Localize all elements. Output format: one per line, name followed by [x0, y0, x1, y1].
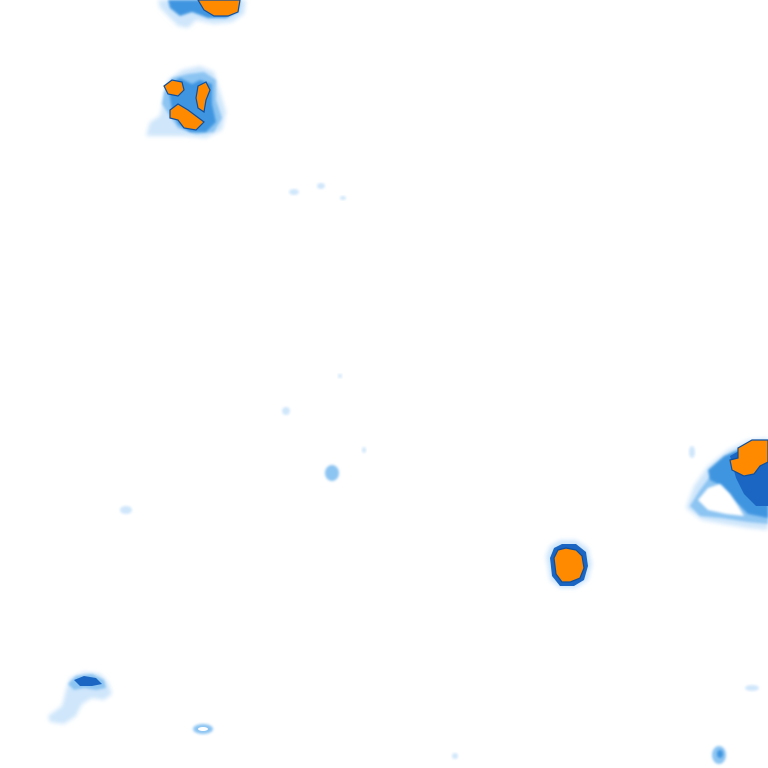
- echo-faint-layer: [745, 685, 759, 691]
- echo-faint-layer: [289, 189, 299, 195]
- echo-upper-left-cell: [146, 66, 226, 138]
- echo-core: [729, 439, 768, 477]
- echo-faint-layer: [340, 196, 346, 200]
- echo-top-edge-cell: [158, 0, 246, 28]
- echo-east-edge-cell: [686, 438, 768, 530]
- echo-core: [195, 81, 211, 114]
- echo-core: [169, 103, 205, 131]
- echo-faint-layer: [120, 506, 132, 514]
- echo-gap: [698, 484, 744, 516]
- echo-south-small-cell: [282, 183, 695, 759]
- echo-central-south-cell: [546, 540, 592, 588]
- echo-light-layer: [325, 465, 339, 481]
- echo-faint-layer: [317, 183, 325, 189]
- echo-faint-layer: [282, 407, 290, 415]
- echo-gap: [198, 727, 208, 731]
- echo-faint-layer: [338, 374, 342, 378]
- echo-core: [553, 547, 585, 583]
- echo-southwest-cluster: [48, 506, 213, 734]
- echo-medium-layer: [717, 750, 723, 758]
- echo-core: [197, 0, 241, 17]
- echo-southeast-edge-cell: [712, 685, 759, 764]
- echo-core: [163, 79, 185, 97]
- echo-faint-layer: [452, 753, 458, 759]
- echo-faint-layer: [362, 447, 366, 453]
- echo-faint-layer: [689, 446, 695, 458]
- echo-strong-layer: [74, 676, 102, 686]
